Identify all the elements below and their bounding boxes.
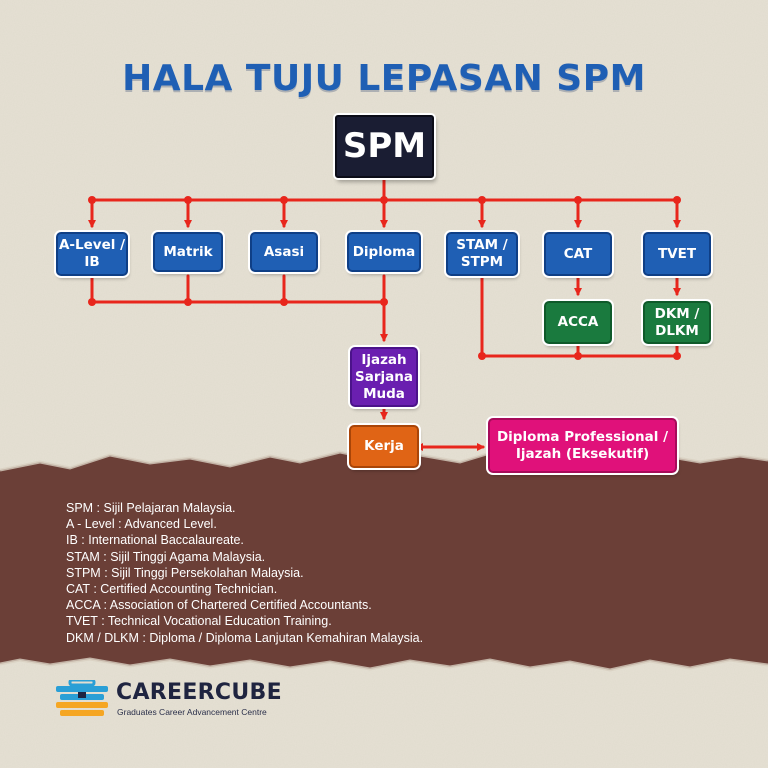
node-diploma: Diploma	[347, 232, 421, 272]
legend-item: CAT : Certified Accounting Technician.	[66, 582, 278, 597]
node-dipro-label-2: Ijazah (Eksekutif)	[515, 445, 650, 462]
node-stam-label-1: STAM /	[456, 237, 508, 253]
node-stam-label-2: STPM	[460, 254, 504, 270]
node-spm-label: SPM	[342, 126, 427, 166]
abbreviation-legend: SPM : Sijil Pelajaran Malaysia. A - Leve…	[66, 500, 423, 646]
node-matrik-label: Matrik	[163, 243, 213, 260]
node-alevel-ib: A-Level /IB	[56, 232, 128, 276]
node-kerja-label: Kerja	[364, 438, 404, 454]
node-asasi-label: Asasi	[263, 243, 305, 260]
node-asasi: Asasi	[250, 232, 318, 272]
legend-item: SPM : Sijil Pelajaran Malaysia.	[66, 501, 236, 515]
node-dkm-label-2: DLKM	[655, 322, 699, 339]
node-ijazah-label-3: Muda	[363, 385, 405, 402]
node-dkm-label-1: DKM /	[654, 305, 700, 322]
torn-paper-band	[0, 450, 768, 670]
legend-item: TVET : Technical Vocational Education Tr…	[66, 614, 332, 629]
node-dipro-label-1: Diploma Professional /	[496, 428, 669, 445]
node-cat: CAT	[544, 232, 612, 276]
node-matrik: Matrik	[153, 232, 223, 272]
legend-item: IB : International Baccalaureate.	[66, 533, 244, 548]
node-alevel-label-2: IB	[84, 254, 100, 270]
legend-item: STAM : Sijil Tinggi Agama Malaysia.	[66, 549, 266, 564]
node-stam-stpm: STAM /STPM	[446, 232, 518, 276]
briefcase-icon	[56, 680, 108, 716]
node-ijazah-label-2: Sarjana	[355, 368, 413, 385]
node-acca-label: ACCA	[557, 314, 599, 330]
node-tvet: TVET	[643, 232, 711, 276]
node-acca: ACCA	[544, 301, 612, 344]
node-kerja: Kerja	[349, 425, 419, 468]
node-alevel-label-1: A-Level /	[58, 237, 126, 253]
node-tvet-label: TVET	[657, 245, 697, 262]
node-ijazah-label-1: Ijazah	[361, 351, 407, 368]
node-cat-label: CAT	[563, 245, 593, 262]
legend-item: DKM / DLKM : Diploma / Diploma Lanjutan …	[66, 630, 424, 645]
page-title: HALA TUJU LEPASAN SPM	[122, 58, 646, 99]
node-diploma-professional: Diploma Professional /Ijazah (Eksekutif)	[488, 418, 677, 473]
node-spm: SPM	[335, 115, 434, 178]
legend-item: A - Level : Advanced Level.	[66, 517, 217, 532]
brand-tagline: Graduates Career Advancement Centre	[117, 707, 267, 717]
legend-item: ACCA : Association of Chartered Certifie…	[66, 598, 372, 613]
node-dkm-dlkm: DKM /DLKM	[643, 301, 711, 344]
brand-name: CAREERCUBE	[116, 680, 282, 705]
node-diploma-label: Diploma	[352, 243, 416, 260]
legend-item: STPM : Sijil Tinggi Persekolahan Malaysi…	[66, 565, 304, 580]
